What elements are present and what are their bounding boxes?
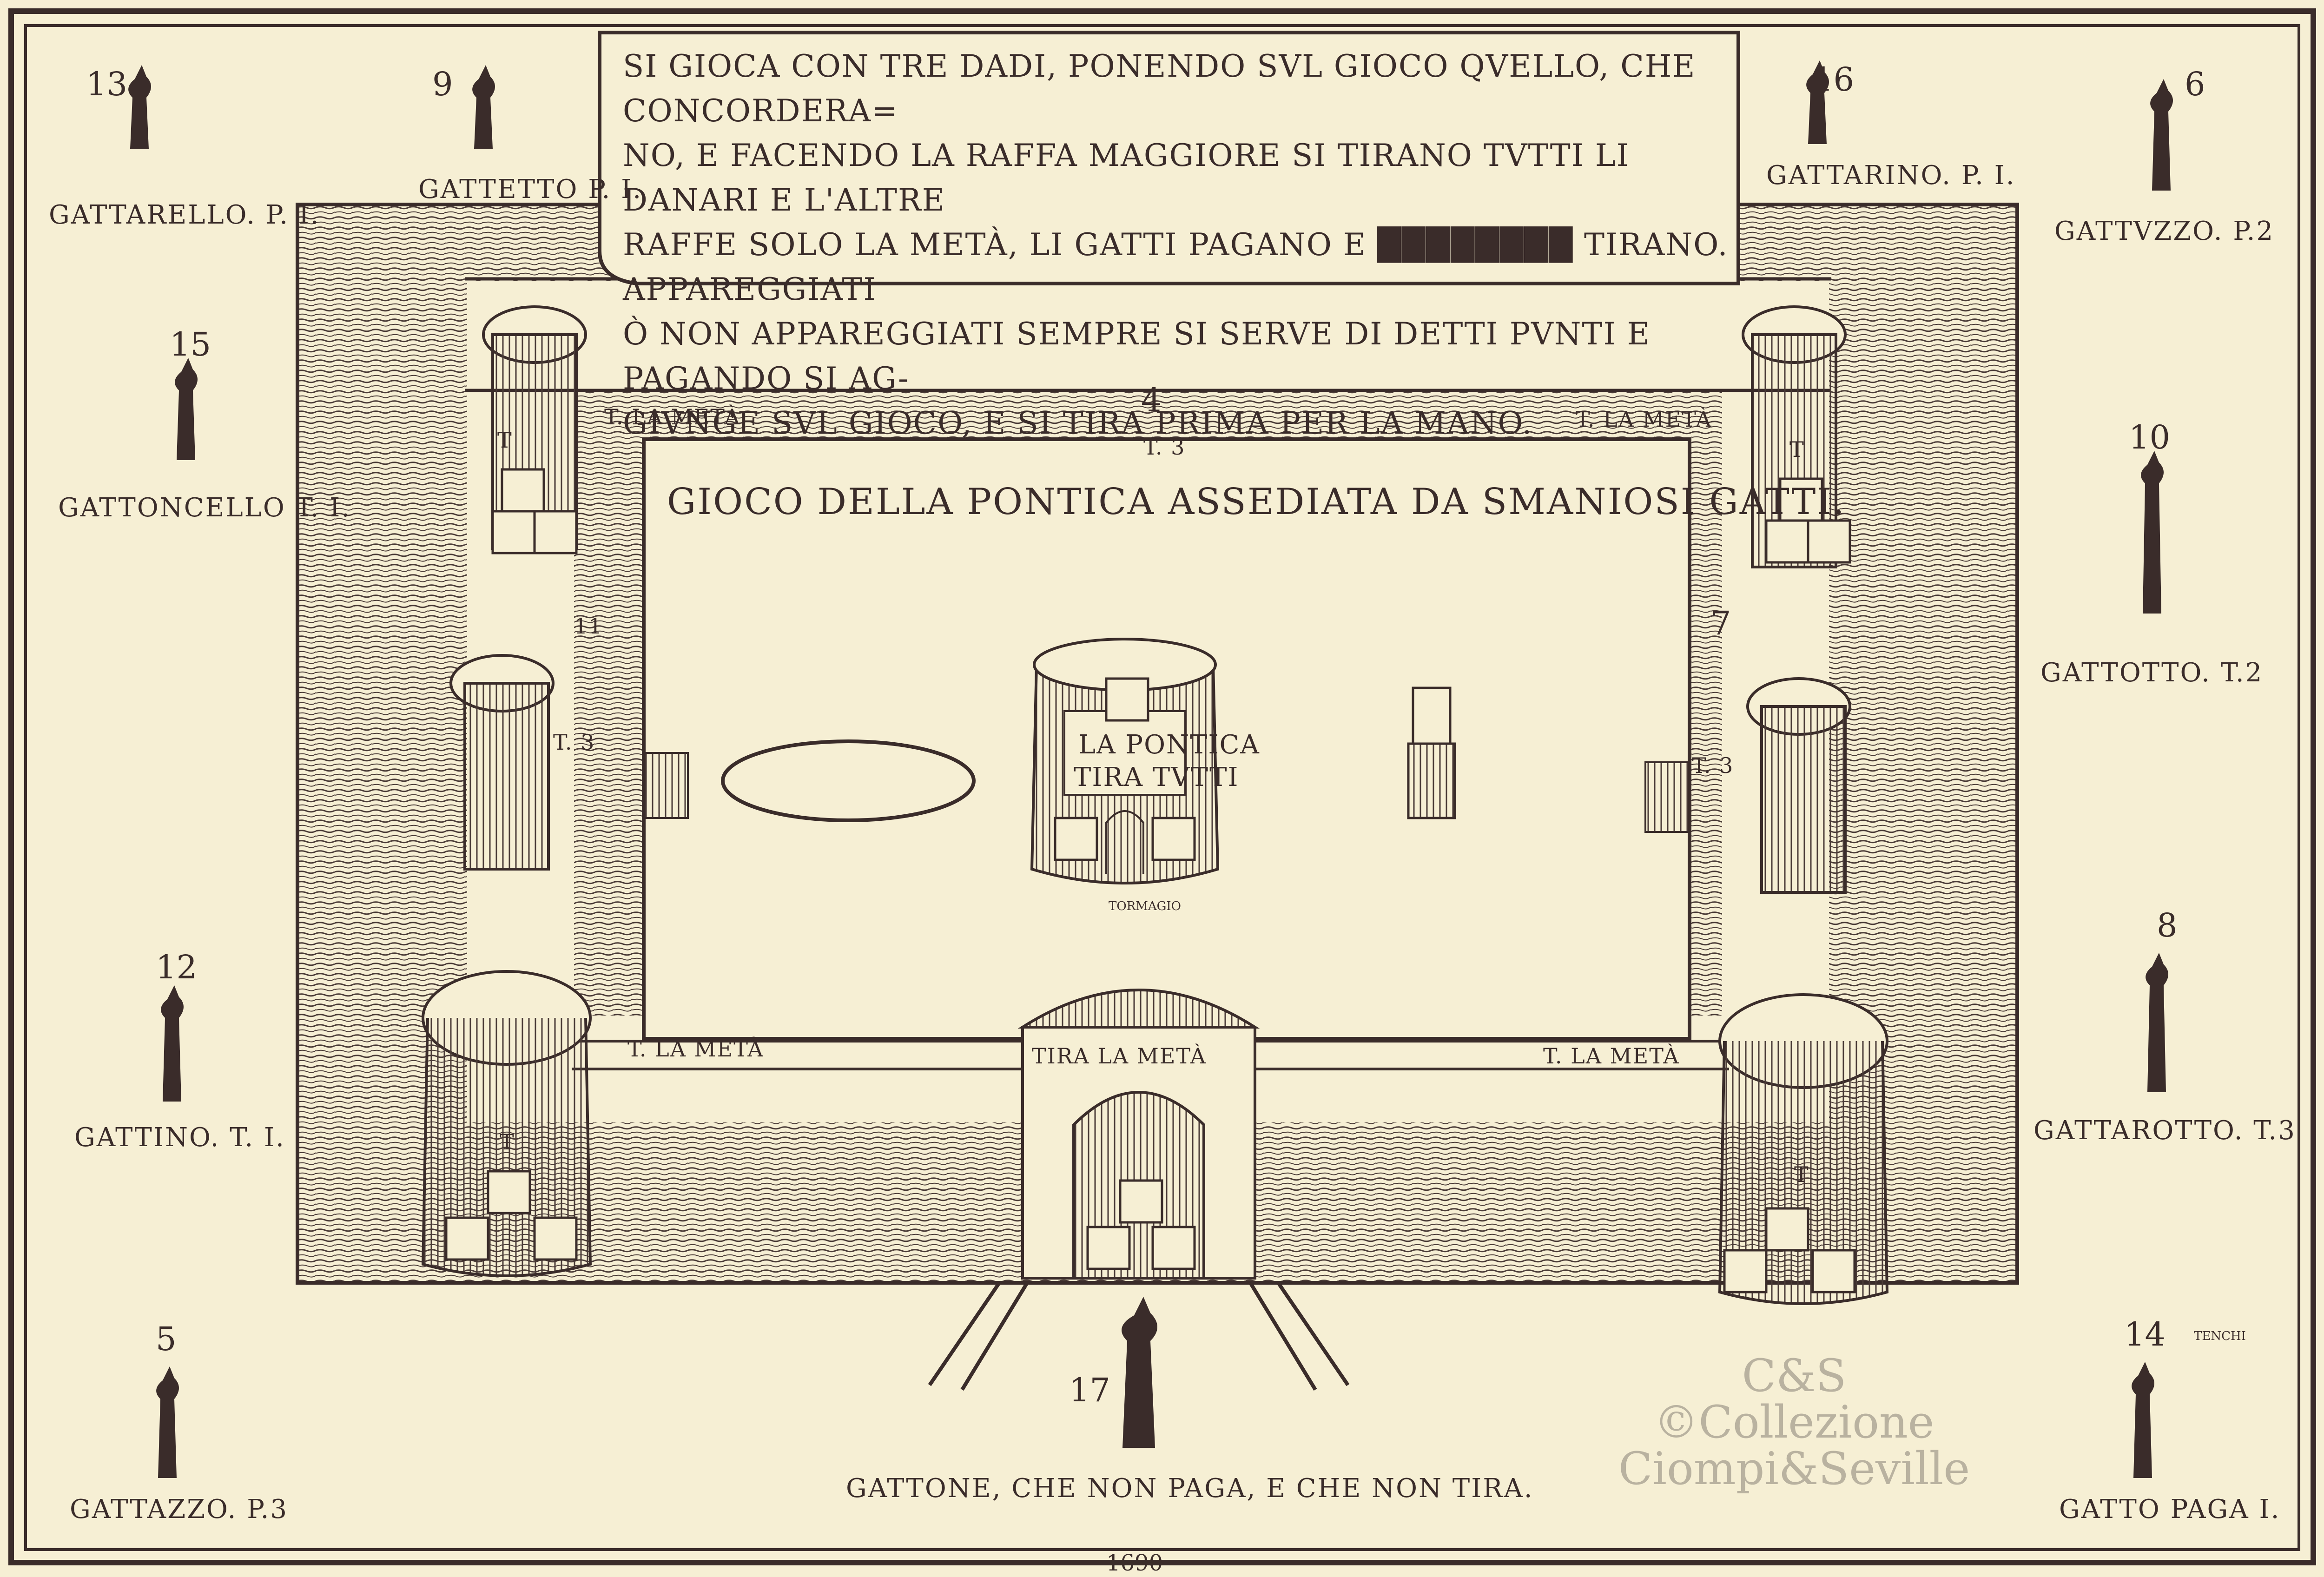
cat-14-figure [2132,1362,2154,1478]
watermark-line-3: Ciompi&Seville [1618,1443,1970,1495]
tower-top-right [1742,305,1850,568]
rules-line-1: SI GIOCA CON TRE DADI, PONENDO SVL GIOCO… [623,48,1696,129]
cat-14-name: GATTO PAGA I. [2059,1494,2281,1524]
right-t-label: T. 3 [1692,753,1734,778]
cat-6-figure [2150,79,2173,191]
cat-15-number: 15 [170,325,211,363]
cat-13-number: 13 [86,65,128,103]
tower-t-bottom-left: T [500,1129,515,1155]
left-t-label: T. 3 [553,730,595,755]
rules-text: SI GIOCA CON TRE DADI, PONENDO SVL GIOCO… [623,44,1729,446]
cat-15-figure [175,358,198,460]
tower-top-left [482,305,587,553]
inner-border [24,24,2300,1551]
cat-6-name: GATTVZZO. P.2 [2054,216,2275,246]
cat-6-number: 6 [2185,65,2205,103]
outer-border [8,8,2316,1565]
cat-8-name: GATTAROTTO. T.3 [2034,1115,2296,1146]
fish-pond [721,739,976,822]
cat-12-name: GATTINO. T. I. [74,1122,285,1153]
label-half-bottom-left: T. LA METÀ [627,1036,764,1062]
flag-text: TORMAGIO [1109,899,1181,913]
tower-bottom-left [421,970,592,1277]
tower-mid-right [1746,677,1851,894]
cat-12-figure [161,985,184,1102]
rules-line-4: Ò NON APPAREGGIATI SEMPRE SI SERVE DI DE… [623,316,1651,396]
rules-line-3: RAFFE SOLO LA METÀ, LI GATTI PAGANO E ██… [623,227,1729,307]
rules-cartouche [598,31,1740,285]
label-half-bottom-right: T. LA METÀ [1543,1043,1680,1069]
tower-text-2: TIRA TVTTI [1074,762,1239,792]
cat-8-figure [2146,953,2168,1092]
gatehouse [928,989,1350,1391]
tower-t-bottom-right: T [1794,1162,1809,1187]
cat-5-figure [156,1366,179,1478]
tower-text-1: LA PONTICA [1078,730,1260,760]
tower-t-top-left: T [497,428,513,453]
cat-5-name: GATTAZZO. P.3 [70,1494,289,1524]
cat-10-name: GATTOTTO. T.2 [2040,658,2264,688]
cat-9-number: 9 [432,65,453,103]
cat-9-name: GATTETTO P. I. [418,174,643,205]
cat-9-figure [472,65,495,149]
watermark-line-2: ©Collezione [1654,1396,1934,1448]
watermark-line-1: C&S [1742,1350,1847,1402]
central-tower [1030,638,1220,884]
cat-10-figure [2141,451,2164,614]
cat-17-name: GATTONE, CHE NON PAGA, E CHE NON TIRA. [846,1473,1534,1504]
tower-bottom-right [1718,993,1889,1305]
right-number: 7 [1710,604,1731,642]
gate-label: TIRA LA METÀ [1027,1043,1211,1069]
cat-13-name: GATTARELLO. P. I. [49,200,320,230]
board-title: GIOCO DELLA PONTICA ASSEDIATA DA SMANIOS… [667,481,1846,523]
cat-16-name: GATTARINO. P. I. [1766,160,2016,191]
date: 1690 [1106,1550,1163,1576]
cat-5-number: 5 [156,1320,177,1358]
watermark: C&S ©Collezione Ciompi&Seville [1562,1353,2027,1492]
label-half-top-right: T. LA METÀ [1576,407,1712,432]
tower-mid-left [449,654,555,871]
stairs-left [644,752,689,819]
cat-17-number: 17 [1069,1371,1111,1409]
cat-13-figure [128,65,151,149]
cat-16-figure [1806,60,1829,144]
rules-line-5: GIVNGE SVL GIOCO, E SI TIRA PRIMA PER LA… [623,405,1533,441]
tower-t-top-right: T [1789,437,1805,462]
rules-line-2: NO, E FACENDO LA RAFFA MAGGIORE SI TIRAN… [623,138,1630,218]
top-t-label: T. 3 [1143,435,1186,460]
top-number: 4 [1141,381,1162,419]
cat-8-number: 8 [2157,906,2178,944]
well [1407,686,1456,819]
cat-17-figure [1122,1297,1157,1448]
cat-12-number: 12 [156,948,198,986]
left-number: 11 [574,614,603,639]
cat-10-number: 10 [2129,418,2171,456]
cat-14-number: 14 [2124,1315,2166,1353]
cat-15-name: GATTONCELLO T. I. [58,493,351,523]
stairs-right [1644,761,1690,833]
label-half-top-left: T. LA METÀ [604,404,741,429]
tenchi-flag-text: TENCHI [2194,1329,2246,1343]
